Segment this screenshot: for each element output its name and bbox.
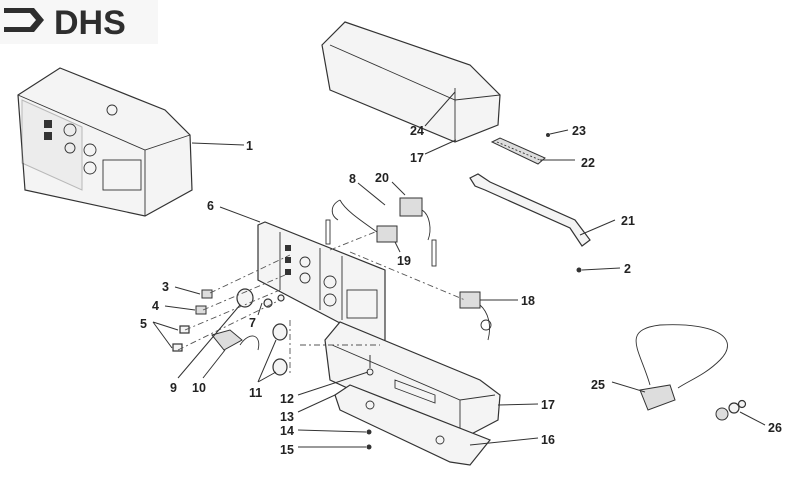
callout-11: 11	[249, 386, 262, 400]
callout-17-base: 17	[541, 398, 555, 412]
part-21-bracket	[469, 173, 591, 247]
callout-24: 24	[410, 124, 424, 138]
part-9-knob	[236, 288, 254, 308]
arrow-logo-icon	[4, 8, 44, 32]
callout-19: 19	[397, 254, 411, 268]
part-20-thermostat	[399, 197, 437, 267]
part-2-screw	[576, 267, 582, 273]
callout-14: 14	[280, 424, 294, 438]
part-23-screw	[546, 133, 550, 137]
callout-25: 25	[591, 378, 605, 392]
part-17-cover	[321, 21, 501, 143]
callout-8: 8	[349, 172, 356, 186]
part-4-switch	[195, 305, 207, 315]
part-11-knob	[272, 323, 288, 341]
part-14-washer	[366, 429, 372, 435]
part-1-housing	[17, 67, 193, 217]
callout-20: 20	[375, 171, 389, 185]
callout-17-cover: 17	[410, 151, 424, 165]
callout-2: 2	[624, 262, 631, 276]
callout-10: 10	[192, 381, 206, 395]
leader-lines	[152, 91, 766, 448]
callout-3: 3	[162, 280, 169, 294]
part-3-switch	[201, 289, 213, 299]
part-19-thermostat	[325, 199, 398, 245]
part-7-nut	[277, 294, 285, 302]
part-10-display	[211, 329, 243, 351]
callout-26: 26	[768, 421, 782, 435]
callout-6: 6	[207, 199, 214, 213]
part-22-terminal-strip	[490, 137, 546, 165]
part-15-screw	[366, 444, 372, 450]
part-18-thermostat	[459, 291, 492, 341]
callout-1: 1	[246, 139, 253, 153]
callout-13: 13	[280, 410, 294, 424]
part-5-cap	[179, 325, 190, 334]
callout-7: 7	[249, 316, 256, 330]
part-16-base-plate	[334, 384, 491, 466]
callout-22: 22	[581, 156, 595, 170]
part-10-capillary	[239, 335, 260, 351]
callout-18: 18	[521, 294, 535, 308]
assembly-lines	[177, 231, 466, 375]
callout-4: 4	[152, 299, 159, 313]
callout-12: 12	[280, 392, 294, 406]
callout-21: 21	[621, 214, 635, 228]
dhs-logo: DHS	[0, 0, 158, 44]
callout-16: 16	[541, 433, 555, 447]
callout-15: 15	[280, 443, 294, 457]
part-11-knob	[272, 358, 288, 376]
part-26-grommet	[715, 399, 747, 421]
part-5-cap	[172, 343, 183, 352]
callout-9: 9	[170, 381, 177, 395]
callout-23: 23	[572, 124, 586, 138]
part-25-connector	[635, 324, 728, 411]
callout-5: 5	[140, 317, 147, 331]
logo-text: DHS	[54, 4, 126, 42]
